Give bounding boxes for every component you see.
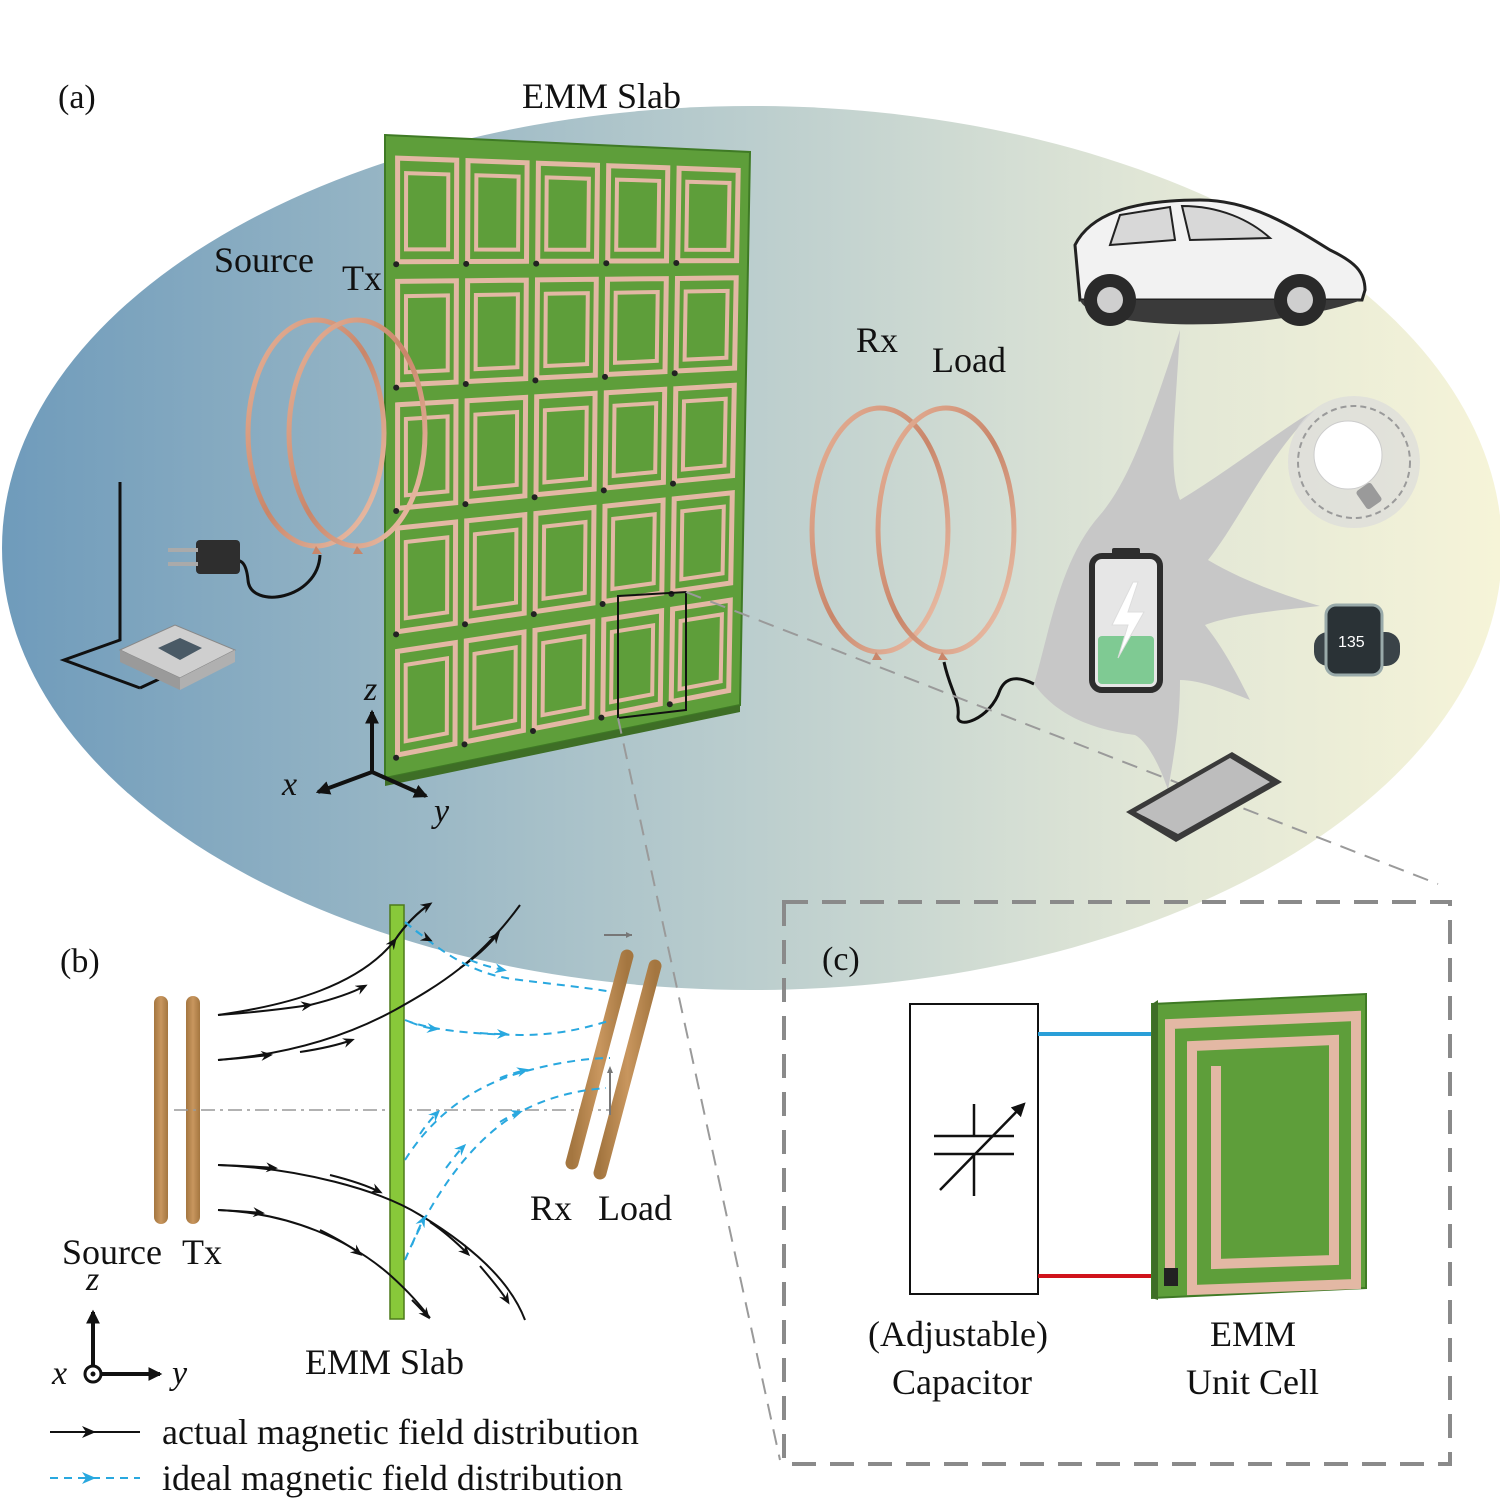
rx-load-rods-b bbox=[565, 932, 662, 1180]
variable-capacitor-symbol bbox=[934, 1102, 1026, 1196]
slab-unit-cell bbox=[461, 629, 527, 748]
highlighted-unit-cell bbox=[617, 590, 687, 720]
rx-label-a: Rx bbox=[856, 320, 898, 360]
slab-unit-cells bbox=[393, 155, 741, 761]
slab-unit-cell bbox=[393, 155, 460, 268]
slab-unit-cell bbox=[602, 276, 669, 380]
load-label-a: Load bbox=[932, 340, 1006, 380]
slab-unit-cell bbox=[598, 607, 665, 721]
slab-unit-cell bbox=[462, 511, 528, 628]
emm-slab-title: EMM Slab bbox=[522, 76, 681, 116]
tx-label-a: Tx bbox=[342, 258, 382, 298]
slab-unit-cell bbox=[671, 275, 739, 377]
slab-unit-cell bbox=[462, 394, 529, 508]
smartwatch-icon: 135 bbox=[1314, 603, 1400, 677]
slab-unit-cell bbox=[673, 165, 741, 266]
car-icon bbox=[1073, 198, 1367, 326]
slab-unit-cell bbox=[530, 504, 597, 618]
slab-unit-cell bbox=[670, 382, 737, 487]
actual-field-lines bbox=[217, 902, 526, 1321]
capacitor-label-line1: (Adjustable) bbox=[868, 1314, 1048, 1354]
legend bbox=[50, 1426, 140, 1484]
slab-unit-cell bbox=[393, 398, 459, 514]
emm-slab-label-b: EMM Slab bbox=[305, 1342, 464, 1382]
legend-ideal-text: ideal magnetic field distribution bbox=[162, 1458, 623, 1498]
emm-slab-bar-b bbox=[389, 904, 405, 1320]
axis-y-b: y bbox=[169, 1355, 188, 1392]
panel-c-label: (c) bbox=[822, 941, 860, 978]
axis-z-b: z bbox=[85, 1261, 99, 1298]
slab-unit-cell bbox=[603, 163, 671, 267]
load-label-b: Load bbox=[598, 1188, 672, 1228]
axis-x-b: x bbox=[51, 1355, 67, 1392]
slab-unit-cell bbox=[531, 390, 598, 501]
axis-y-a: y bbox=[431, 793, 450, 830]
slab-unit-cell bbox=[463, 158, 530, 267]
tx-label-b: Tx bbox=[182, 1232, 222, 1272]
slab-unit-cell bbox=[666, 597, 733, 708]
axes-b bbox=[83, 1309, 163, 1384]
ideal-field-lines bbox=[404, 921, 613, 1261]
slab-unit-cell bbox=[393, 519, 459, 638]
rx-load-coils bbox=[809, 405, 1035, 724]
unit-cell-label-line1: EMM bbox=[1210, 1314, 1296, 1354]
slab-unit-cell bbox=[530, 618, 596, 734]
light-bulb-icon bbox=[1288, 396, 1420, 528]
panel-b-label: (b) bbox=[60, 943, 100, 980]
panel-c-frame bbox=[782, 900, 1452, 1466]
slab-unit-cell bbox=[600, 386, 668, 494]
slab-unit-cell bbox=[532, 276, 599, 384]
legend-actual-text: actual magnetic field distribution bbox=[162, 1412, 639, 1452]
smartphone-icon bbox=[1126, 752, 1282, 842]
watch-display-text: 135 bbox=[1338, 634, 1365, 651]
rx-label-b: Rx bbox=[530, 1188, 572, 1228]
slab-unit-cell bbox=[533, 160, 601, 267]
capacitor-label-line2: Capacitor bbox=[892, 1362, 1032, 1402]
power-plug-icon bbox=[168, 540, 240, 574]
unit-cell-label-line2: Unit Cell bbox=[1186, 1362, 1319, 1402]
battery-icon bbox=[1089, 548, 1163, 693]
capacitor-box bbox=[909, 1003, 1039, 1295]
axis-x-a: x bbox=[281, 766, 297, 803]
emm-slab-board bbox=[384, 133, 752, 786]
source-label-b: Source bbox=[62, 1232, 162, 1272]
panel-a-label: (a) bbox=[58, 79, 96, 116]
emm-unit-cell-board bbox=[1151, 992, 1367, 1300]
slab-unit-cell bbox=[393, 639, 458, 761]
charger-box-icon bbox=[118, 624, 237, 690]
source-tx-coils bbox=[245, 317, 428, 554]
slab-unit-cell bbox=[393, 278, 459, 391]
zoom-projection-lines bbox=[617, 591, 1439, 1461]
axes-a bbox=[315, 709, 429, 798]
source-label-a: Source bbox=[214, 240, 314, 280]
axis-z-a: z bbox=[363, 671, 377, 708]
slab-unit-cell bbox=[462, 277, 529, 387]
